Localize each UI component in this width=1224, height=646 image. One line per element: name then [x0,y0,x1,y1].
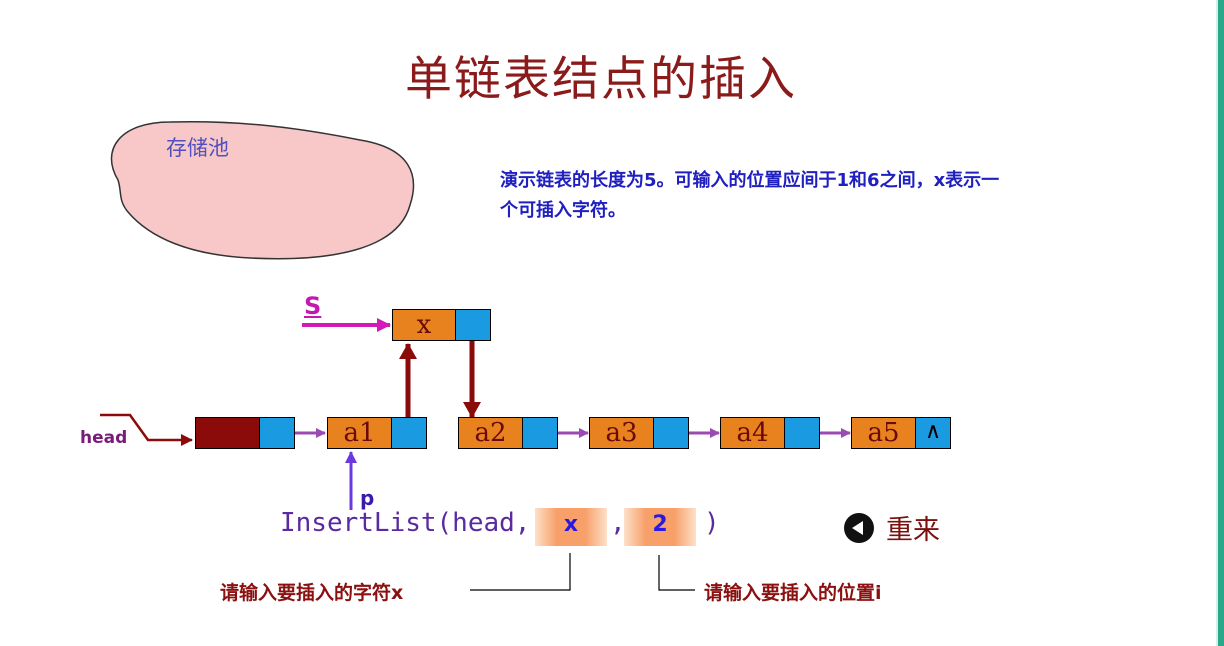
s-pointer-label: S [304,292,322,320]
node-a1-data: a1 [327,417,392,449]
call-separator: , [610,508,626,538]
head-pointer-label: head [80,428,128,448]
node-a1-pointer [391,417,427,449]
storage-pool-shape [110,120,415,260]
back-arrow-icon [844,512,874,543]
char-input-box[interactable]: x [535,508,607,546]
restart-button[interactable]: 重来 [844,508,940,547]
node-a5-data: a5 [851,417,916,449]
head-node-pointer [259,417,295,449]
node-a3-data: a3 [589,417,654,449]
hint-connector-pos [658,555,695,591]
node-a4-pointer [784,417,820,449]
head-pointer-arrow [100,413,193,446]
new-node-pointer [455,309,491,341]
page-title: 单链表结点的插入 [405,52,797,107]
hint-position: 请输入要插入的位置i [704,582,882,604]
right-border [1218,0,1224,646]
new-node-data: x [392,309,456,341]
hint-connector-char [470,553,571,591]
right-border-highlight [1216,0,1218,646]
description-text: 演示链表的长度为5。可输入的位置应间于1和6之间，x表示一个可插入字符。 [500,170,1000,221]
p-pointer-label: p [360,486,375,510]
hint-char: 请输入要插入的字符x [220,582,404,604]
position-input-box[interactable]: 2 [624,508,696,546]
node-a4-data: a4 [720,417,785,449]
insert-call-prefix: InsertList(head, [280,508,531,538]
node-a2-pointer [522,417,558,449]
storage-pool-label: 存储池 [166,136,229,160]
node-a5-null-pointer: ∧ [915,417,951,449]
restart-label: 重来 [886,515,940,546]
call-suffix: ) [704,508,720,538]
node-a3-pointer [653,417,689,449]
node-a2-data: a2 [458,417,523,449]
head-node-data [195,417,260,449]
